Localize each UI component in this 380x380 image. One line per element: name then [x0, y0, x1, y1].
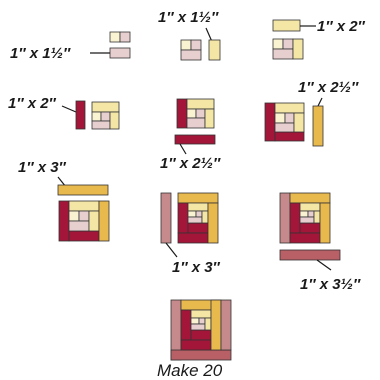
- strip-gold-1x2-5: [312, 105, 324, 147]
- first-square: [119, 31, 131, 43]
- finished-block: [170, 299, 232, 361]
- step2-unit: [180, 39, 202, 61]
- strip-red-1x2-5: [174, 134, 216, 145]
- label-step1: 1″ x 1½″: [10, 45, 71, 62]
- leader-line-step9: [316, 259, 332, 271]
- strip-pink-1x3-5: [279, 249, 341, 261]
- center-square: [109, 31, 121, 43]
- strip-red-1x2: [75, 100, 86, 130]
- step9-unit: [279, 192, 331, 244]
- label-step4: 1″ x 2″: [8, 95, 57, 112]
- step4-unit: [91, 101, 120, 130]
- label-step7: 1″ x 3″: [18, 159, 67, 176]
- leader-line-step8: [165, 242, 178, 258]
- label-step8: 1″ x 3″: [172, 259, 221, 276]
- step8-unit: [177, 192, 219, 244]
- strip-gold-1x3: [57, 184, 109, 196]
- strip-mauve-1x3: [160, 192, 172, 244]
- step3-unit: [272, 38, 304, 60]
- label-step6: 1″ x 2½″: [298, 79, 359, 96]
- strip-1x1-5: [109, 47, 131, 59]
- strip-1x1-5-b: [208, 39, 221, 61]
- label-step5: 1″ x 2½″: [160, 155, 221, 172]
- step7-unit: [58, 200, 110, 242]
- step6-unit: [264, 102, 305, 142]
- leader-line-step5: [179, 143, 187, 155]
- label-step2: 1″ x 1½″: [158, 9, 219, 26]
- step1-pieces: [109, 31, 131, 59]
- label-step9: 1″ x 3½″: [300, 276, 361, 293]
- leader-line-step4: [61, 105, 77, 113]
- leader-line-step6: [317, 97, 323, 107]
- caption-make-20: Make 20: [157, 361, 223, 380]
- label-step3: 1″ x 2″: [317, 18, 366, 35]
- strip-1x2: [272, 19, 301, 32]
- step5-unit: [176, 98, 215, 129]
